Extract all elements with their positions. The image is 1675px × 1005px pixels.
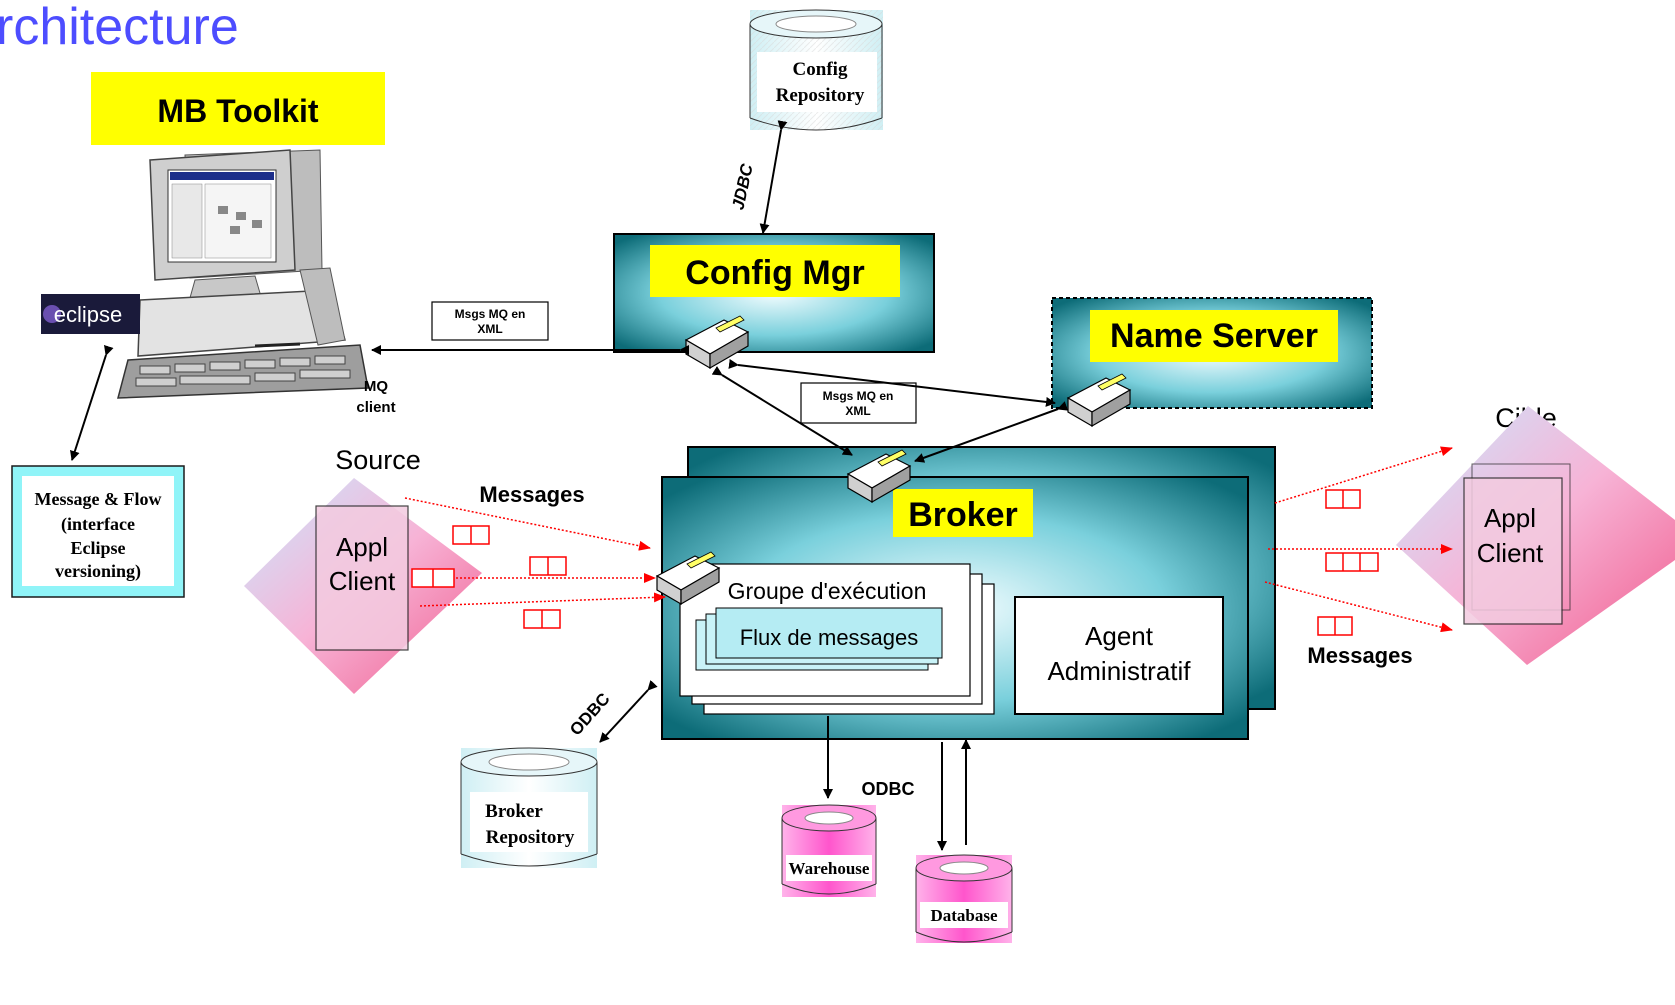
database-cylinder: Database [915, 854, 1013, 943]
config-repository-cylinder: Config Repository [749, 9, 883, 131]
broker-label: Broker [908, 496, 1018, 534]
source-message-arrow-3 [419, 592, 666, 607]
broker-repository-cylinder: Broker Repository [460, 747, 598, 868]
message-icons-left [411, 525, 567, 629]
target-message-arrow-3 [1264, 581, 1453, 633]
msgs-mq-top-line2: XML [477, 322, 502, 336]
toolkit-versioning-arrow [70, 344, 114, 461]
workstation-icon [117, 149, 369, 399]
queue-icon-config-mgr [684, 315, 750, 370]
message-flow-line4: versioning) [55, 561, 141, 582]
mq-client-label-line1: MQ [364, 378, 388, 395]
configmgr-broker-arrow [711, 366, 853, 456]
message-flow-line3: Eclipse [70, 538, 125, 558]
admin-agent-line2: Administratif [1047, 656, 1191, 686]
target-appl-client: Appl Client [1396, 406, 1675, 665]
warehouse-cylinder: Warehouse [781, 804, 877, 897]
page-title: rchitecture [0, 0, 239, 56]
mb-toolkit-label: MB Toolkit [157, 93, 319, 129]
queue-icon-broker [846, 449, 912, 504]
odbc-left-label: ODBC [566, 689, 614, 739]
queue-icon-input [655, 551, 721, 606]
target-appl-line1: Appl [1484, 503, 1536, 533]
broker-repository-line2: Repository [486, 827, 575, 848]
config-repository-line2: Repository [776, 85, 865, 106]
admin-agent-line1: Agent [1085, 621, 1154, 651]
message-flow-line2: (interface [61, 514, 135, 535]
msgs-mq-mid-line1: Msgs MQ en [823, 389, 894, 403]
mb-toolkit-label-box [91, 72, 385, 145]
name-server-box: Name Server [1051, 297, 1373, 409]
message-flow-box: Message & Flow (interface Eclipse versio… [11, 465, 185, 598]
messages-left-label: Messages [479, 482, 584, 507]
config-mgr-label: Config Mgr [685, 254, 864, 292]
messages-right-label: Messages [1307, 643, 1412, 668]
message-flow-line1: Message & Flow [35, 489, 162, 509]
admin-agent-box: Agent Administratif [1014, 596, 1224, 715]
broker-repository-line1: Broker [485, 801, 543, 822]
mq-client-label-line2: client [356, 399, 395, 416]
eclipse-logo-text: eclipse [54, 302, 122, 327]
database-label: Database [930, 906, 998, 925]
mb-toolkit: MB Toolkit [91, 72, 385, 145]
queue-icon-name-server [1066, 373, 1132, 428]
msgs-mq-mid-line2: XML [845, 404, 870, 418]
warehouse-label: Warehouse [789, 859, 870, 878]
msgs-mq-top-line1: Msgs MQ en [455, 307, 526, 321]
message-flows-label: Flux de messages [740, 625, 919, 650]
source-message-arrow-1 [404, 497, 651, 551]
config-mgr-box: Config Mgr [613, 233, 935, 353]
target-message-arrow-1 [1274, 446, 1453, 504]
eclipse-logo: eclipse [41, 294, 140, 334]
config-repository-line1: Config [793, 59, 848, 80]
msgs-mq-box-mid: Msgs MQ en XML [800, 382, 917, 424]
nameserver-broker-arrow [914, 401, 1069, 463]
msgs-mq-box-top: Msgs MQ en XML [431, 301, 549, 341]
source-label: Source [335, 445, 421, 475]
source-appl-line1: Appl [336, 532, 388, 562]
source-appl-line2: Client [329, 566, 396, 596]
name-server-label: Name Server [1110, 317, 1318, 355]
jdbc-label: JDBC [729, 162, 757, 212]
broker-repository-arrow [599, 679, 658, 743]
jdbc-arrow [759, 120, 788, 234]
target-appl-line2: Client [1477, 538, 1544, 568]
odbc-bottom-label: ODBC [862, 779, 915, 799]
execution-group: Groupe d'exécution Flux de messages [679, 563, 995, 715]
source-appl-client: Appl Client [244, 478, 482, 694]
message-icons-right [1317, 489, 1379, 636]
execution-group-label: Groupe d'exécution [728, 578, 927, 604]
